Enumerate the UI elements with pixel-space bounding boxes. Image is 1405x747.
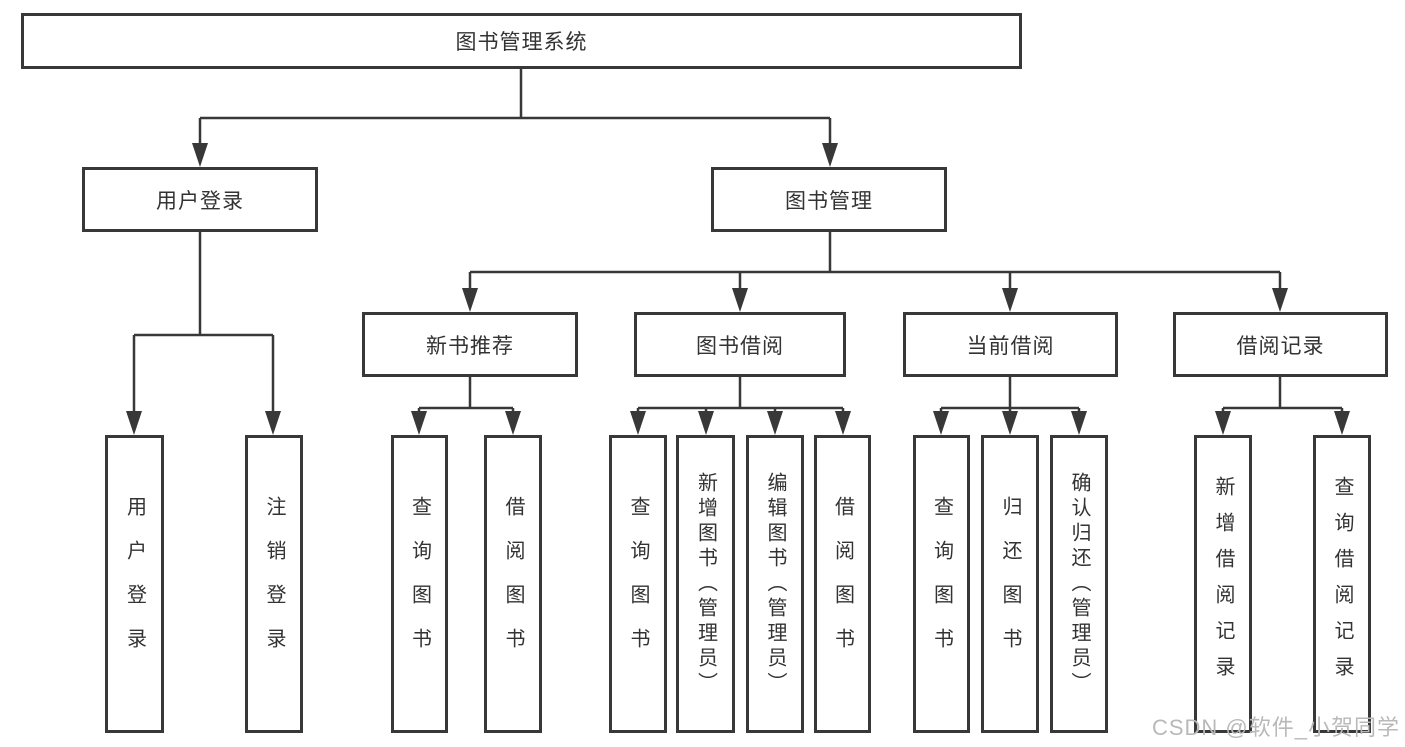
- leaf-label: 注销登录: [263, 496, 285, 672]
- node-label: 新书推荐: [426, 334, 514, 358]
- node-book-borrowing: 图书借阅: [634, 312, 846, 377]
- leaf-label: 新增借阅记录: [1212, 476, 1234, 692]
- node-book-management: 图书管理: [711, 167, 947, 232]
- leaf-confirm-return-admin: 确认归还（管理员）: [1050, 435, 1108, 733]
- leaf-label: 借阅图书: [502, 496, 524, 672]
- node-label: 图书管理: [785, 189, 873, 213]
- node-borrowing-records: 借阅记录: [1173, 312, 1388, 377]
- csdn-watermark: CSDN @软件_小贺同学: [1151, 715, 1400, 740]
- leaf-label: 查询图书: [627, 496, 649, 672]
- leaf-label: 查询图书: [408, 496, 431, 672]
- leaf-label: 编辑图书（管理员）: [764, 471, 786, 697]
- node-label: 借阅记录: [1236, 334, 1325, 358]
- leaf-label: 用户登录: [123, 496, 146, 672]
- leaf-query-books-current: 查询图书: [913, 435, 970, 733]
- leaf-add-books-admin: 新增图书（管理员）: [676, 435, 735, 733]
- leaf-return-books: 归还图书: [981, 435, 1039, 733]
- node-user-login: 用户登录: [82, 167, 318, 232]
- leaf-edit-books-admin: 编辑图书（管理员）: [746, 435, 804, 733]
- leaf-user-login: 用户登录: [105, 435, 164, 733]
- arrowhead-group: [126, 143, 1350, 435]
- leaf-query-books-recommend: 查询图书: [391, 435, 448, 733]
- leaf-logout: 注销登录: [245, 435, 303, 733]
- leaf-label: 归还图书: [999, 496, 1021, 672]
- node-label: 图书管理系统: [455, 31, 588, 54]
- node-label: 当前借阅: [966, 334, 1055, 358]
- leaf-label: 确认归还（管理员）: [1068, 471, 1090, 697]
- leaf-label: 借阅图书: [831, 496, 854, 672]
- node-library-management-system: 图书管理系统: [21, 13, 1022, 69]
- leaf-borrow-books-recommend: 借阅图书: [484, 435, 542, 733]
- leaf-query-books-borrow: 查询图书: [609, 435, 667, 733]
- leaf-label: 新增图书（管理员）: [694, 471, 717, 697]
- leaf-query-borrow-record: 查询借阅记录: [1313, 435, 1371, 733]
- leaf-label: 查询借阅记录: [1331, 476, 1353, 692]
- node-current-borrowing: 当前借阅: [903, 312, 1118, 377]
- leaf-add-borrow-record: 新增借阅记录: [1194, 435, 1252, 733]
- node-label: 图书借阅: [696, 334, 784, 358]
- node-label: 用户登录: [156, 189, 244, 213]
- leaf-borrow-books: 借阅图书: [814, 435, 871, 733]
- node-new-book-recommendation: 新书推荐: [362, 312, 578, 377]
- leaf-label: 查询图书: [930, 496, 953, 672]
